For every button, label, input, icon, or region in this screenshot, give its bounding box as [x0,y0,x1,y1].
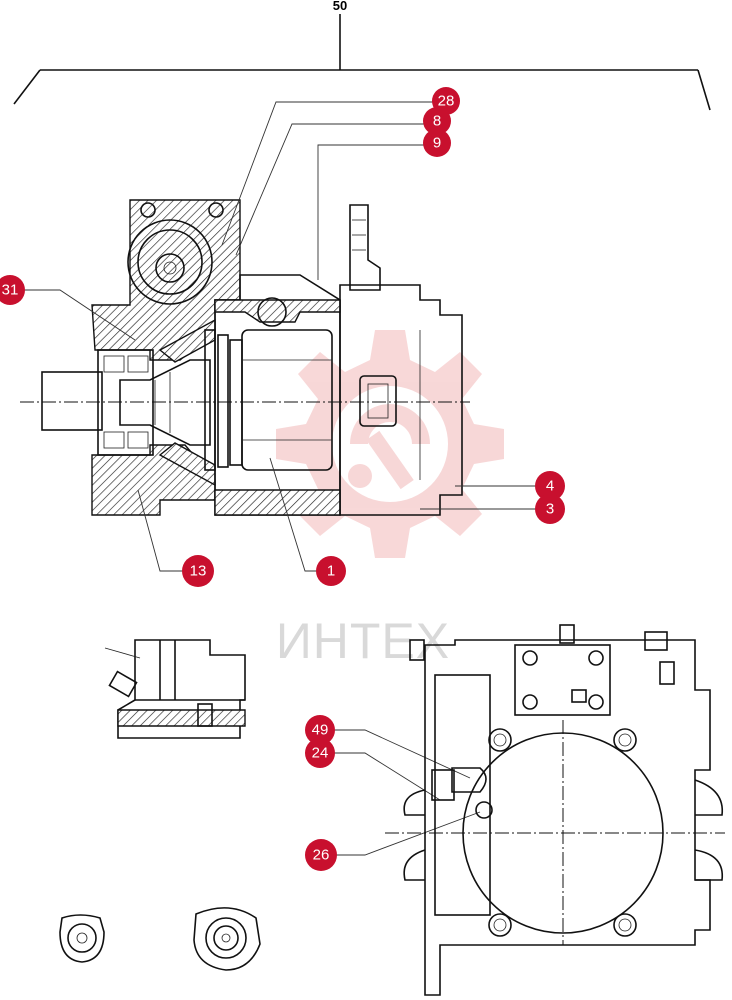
svg-text:3: 3 [546,501,554,518]
detail-view-plugs [59,907,261,971]
callout-26[interactable]: 26 [305,839,337,871]
svg-text:31: 31 [2,282,19,299]
detail-view-mount [104,639,246,739]
callout-1[interactable]: 1 [316,556,346,586]
callout-31[interactable]: 31 [0,275,25,305]
svg-text:1: 1 [327,563,335,580]
svg-text:28: 28 [438,93,455,110]
callout-3[interactable]: 3 [535,494,565,524]
svg-text:24: 24 [312,745,329,762]
callout-24[interactable]: 24 [305,738,335,768]
callout-9[interactable]: 9 [423,129,451,157]
callout-13[interactable]: 13 [182,555,214,587]
svg-text:4: 4 [546,478,554,495]
assembly-bracket [13,14,711,111]
callout-8[interactable]: 8 [423,107,451,135]
assembly-number: 50 [333,0,347,13]
callout-4[interactable]: 4 [535,471,565,501]
svg-text:8: 8 [433,113,441,130]
svg-text:49: 49 [312,722,329,739]
watermark-gear-logo [276,330,504,558]
front-view [385,624,725,996]
pump-cross-section [20,199,470,516]
svg-text:26: 26 [313,847,330,864]
svg-text:13: 13 [190,563,207,580]
leader-lines [10,101,548,856]
svg-text:9: 9 [433,135,441,152]
callout-49[interactable]: 49 [305,715,335,745]
